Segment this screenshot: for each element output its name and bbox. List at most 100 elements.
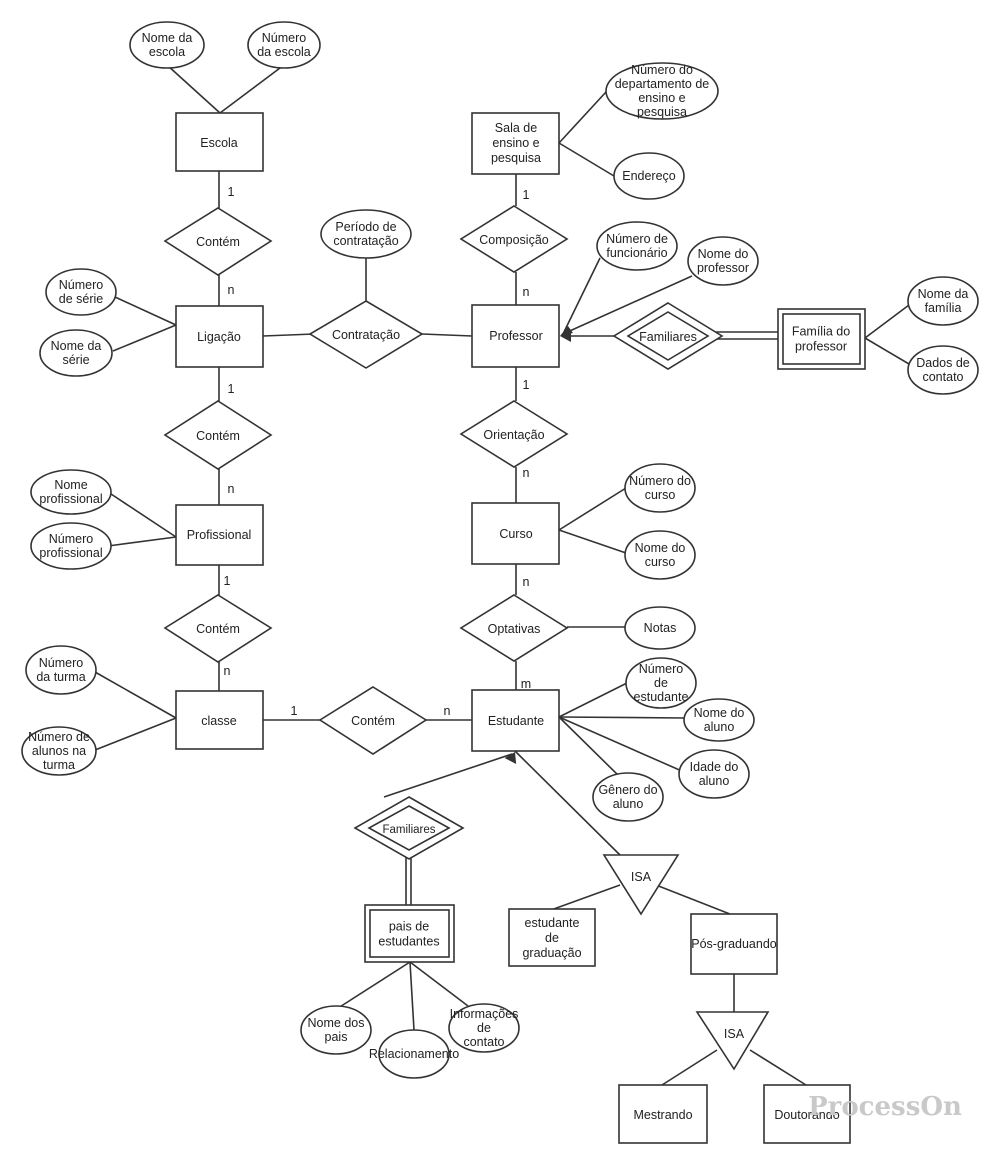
attr-numero-curso[interactable] — [624, 463, 696, 513]
card-professor-orientacao: 1 — [523, 378, 530, 392]
entity-classe[interactable] — [175, 690, 264, 750]
attr-dados-contato[interactable] — [907, 345, 979, 395]
label-contem-2: Contém — [196, 429, 240, 443]
attr-numero-serie[interactable] — [45, 268, 117, 316]
label-classe: classe — [201, 714, 236, 728]
attr-nome-escola[interactable] — [129, 21, 205, 69]
attr-nome-profissional[interactable] — [30, 469, 112, 515]
attr-endereco[interactable] — [613, 152, 685, 200]
rel-optativas[interactable] — [459, 594, 569, 662]
attr-nome-aluno[interactable] — [683, 698, 755, 742]
label-familiares-prof: Familiares — [639, 330, 697, 344]
rel-composicao[interactable] — [459, 205, 569, 273]
label-contem-4: Contém — [351, 714, 395, 728]
label-composicao: Composição — [479, 233, 549, 247]
relationships — [163, 205, 770, 1071]
rel-contem-2[interactable] — [163, 400, 273, 470]
label-optativas: Optativas — [488, 622, 541, 636]
connector-lines — [94, 64, 910, 1086]
arrowhead — [560, 326, 573, 336]
entity-pos[interactable] — [690, 913, 778, 975]
card-optativas-estudante: m — [521, 677, 531, 691]
entity-professor[interactable] — [471, 304, 560, 368]
attr-periodo-contratacao[interactable] — [320, 209, 412, 259]
labels: Escola Ligação Profissional classe Profe… — [28, 31, 970, 1122]
cardinalities: 1 n 1 n 1 n 1 n 1 n 1 n n m — [224, 185, 532, 718]
attr-notas[interactable] — [624, 606, 696, 650]
entity-ligacao[interactable] — [175, 305, 264, 368]
entity-profissional[interactable] — [175, 504, 264, 566]
card-contem-ligacao: n — [228, 283, 235, 297]
label-notas: Notas — [644, 621, 677, 635]
attr-genero-aluno[interactable] — [592, 772, 664, 822]
rel-contem-1[interactable] — [163, 207, 273, 276]
card-ligacao-contem: 1 — [228, 382, 235, 396]
card-orientacao-curso: n — [523, 466, 530, 480]
rel-familiares-prof-inner — [626, 311, 710, 361]
label-profissional: Profissional — [187, 528, 252, 542]
rel-contratacao[interactable] — [308, 300, 424, 369]
attr-nome-pais[interactable] — [300, 1005, 372, 1055]
label-familiares-est: Familiares — [382, 824, 435, 836]
arrowheads — [504, 326, 573, 765]
rel-contem-4[interactable] — [318, 686, 428, 755]
label-doutorando: Doutorando — [774, 1108, 839, 1122]
arrowhead — [504, 752, 517, 765]
rel-familiares-est-inner — [367, 805, 451, 851]
isa-triangle-2[interactable] — [695, 1011, 770, 1071]
label-curso: Curso — [499, 527, 532, 541]
card-curso-optativas: n — [523, 575, 530, 589]
entity-familia-professor-inner — [782, 313, 861, 365]
attr-idade-aluno[interactable] — [678, 749, 750, 799]
entity-curso[interactable] — [471, 502, 560, 565]
label-isa-1: ISA — [631, 870, 652, 884]
rel-orientacao[interactable] — [459, 400, 569, 468]
attr-relacionamento[interactable] — [378, 1029, 450, 1079]
entity-estudante[interactable] — [471, 689, 560, 752]
entity-mestrando[interactable] — [618, 1084, 708, 1144]
attr-nome-serie[interactable] — [39, 329, 113, 377]
attr-nome-familia[interactable] — [907, 276, 979, 326]
attr-nome-curso[interactable] — [624, 530, 696, 580]
attr-numero-alunos[interactable] — [21, 726, 97, 776]
attr-numero-funcionario[interactable] — [596, 221, 678, 271]
entity-escola[interactable] — [175, 112, 264, 172]
label-endereco: Endereço — [622, 169, 676, 183]
entity-graduacao[interactable] — [508, 908, 596, 967]
isa-triangle-1[interactable] — [602, 854, 680, 916]
attr-info-contato[interactable] — [448, 1003, 520, 1053]
entity-doutorando[interactable] — [763, 1084, 851, 1144]
attr-numero-profissional[interactable] — [30, 522, 112, 570]
attr-nome-professor[interactable] — [687, 236, 759, 286]
label-contratacao: Contratação — [332, 328, 400, 342]
rel-contem-3[interactable] — [163, 594, 273, 663]
entity-sala[interactable] — [471, 112, 560, 175]
attr-numero-departamento[interactable] — [605, 62, 719, 120]
card-contem-profissional: n — [228, 482, 235, 496]
label-orientacao: Orientação — [483, 428, 544, 442]
attr-numero-estudante[interactable] — [625, 657, 697, 709]
label-estudante: Estudante — [488, 714, 544, 728]
card-composicao-professor: n — [523, 285, 530, 299]
attr-numero-escola[interactable] — [247, 21, 321, 69]
attr-numero-turma[interactable] — [25, 645, 97, 695]
processon-watermark: ProcessOn — [808, 1092, 962, 1122]
label-pos: Pós-graduando — [691, 937, 777, 951]
